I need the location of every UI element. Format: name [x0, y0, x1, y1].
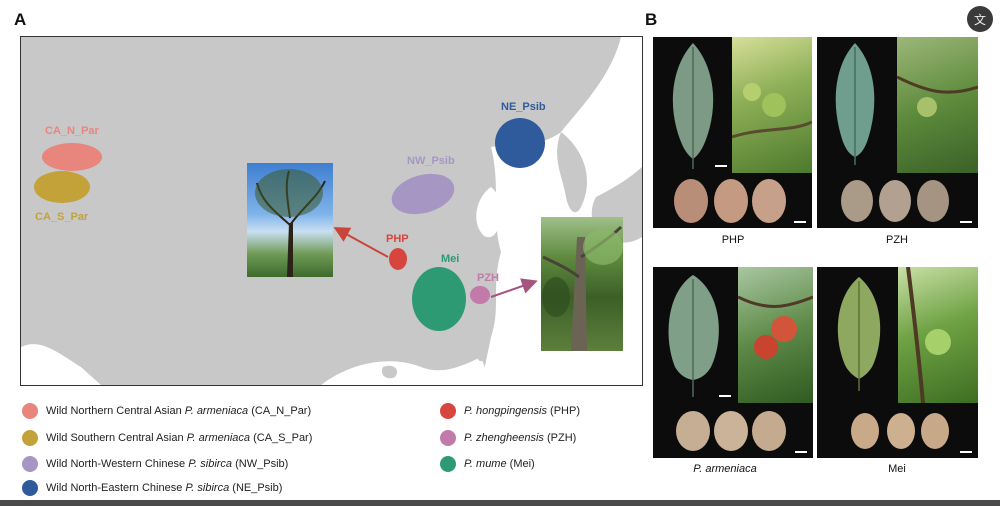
nw-label: NW_Psib [407, 155, 455, 167]
legend-text: P. zhengheensis (PZH) [464, 432, 577, 444]
legend-text: Wild North-Eastern Chinese P. sibirca (N… [46, 482, 283, 494]
mei-seed-photo [817, 403, 978, 458]
sea-south [321, 357, 491, 385]
ca-s-label: CA_S_Par [35, 211, 89, 223]
pzh-arrow [490, 278, 538, 298]
distribution-map: CA_N_Par CA_S_Par NW_Psib NE_Psib PHP Me… [20, 36, 643, 386]
mei-label: Mei [441, 253, 460, 265]
island-taiwan [475, 335, 487, 362]
ca-s-region [34, 171, 90, 203]
caption-mei: Mei [888, 463, 906, 475]
legend-text: Wild Southern Central Asian P. armeniaca… [46, 432, 313, 444]
sea-west [21, 344, 101, 385]
ca-n-region [42, 143, 102, 171]
php-region [389, 248, 407, 270]
mei-fruit-photo [898, 267, 978, 403]
mei-swatch [440, 456, 456, 472]
armeniaca-fruit-photo [738, 267, 813, 403]
panel-a-letter: A [14, 10, 27, 29]
legend-text: Wild Northern Central Asian P. armeniaca… [46, 405, 312, 417]
legend-item-ca-n: Wild Northern Central Asian P. armeniaca… [22, 403, 311, 419]
ne-swatch [22, 480, 38, 496]
legend-item-nw: Wild North-Western Chinese P. sibirca (N… [22, 456, 288, 472]
armeniaca-leaf-photo [653, 267, 738, 403]
php-tree-photo [247, 163, 333, 277]
ca-s-swatch [22, 430, 38, 446]
bottom-bar [0, 500, 1000, 506]
translate-icon[interactable]: 文 [967, 6, 993, 32]
armeniaca-seed-photo [653, 403, 813, 458]
php-arrow [333, 227, 389, 258]
ca-n-swatch [22, 403, 38, 419]
sea-japan [557, 132, 588, 213]
php-swatch [440, 403, 456, 419]
legend-item-ne: Wild North-Eastern Chinese P. sibirca (N… [22, 480, 282, 496]
php-leaf-photo [653, 37, 732, 173]
caption-armeniaca: P. armeniaca [693, 463, 757, 475]
panel-b-letter: B [645, 10, 658, 29]
legend-item-pzh: P. zhengheensis (PZH) [440, 430, 576, 446]
legend-text: Wild North-Western Chinese P. sibirca (N… [46, 458, 289, 470]
pzh-label: PZH [477, 272, 499, 284]
nw-swatch [22, 456, 38, 472]
ne-region [495, 118, 545, 168]
php-label: PHP [386, 233, 409, 245]
legend-text: P. hongpingensis (PHP) [464, 405, 580, 417]
caption-php: PHP [721, 234, 745, 246]
ne-label: NE_Psib [501, 101, 546, 113]
caption-pzh: PZH [886, 234, 908, 246]
legend-text: P. mume (Mei) [464, 458, 535, 470]
pzh-region [470, 286, 490, 304]
legend-item-ca-s: Wild Southern Central Asian P. armeniaca… [22, 430, 312, 446]
pzh-fruit-photo [897, 37, 978, 173]
island-hainan [381, 365, 398, 379]
sea-bohai [476, 187, 500, 238]
mei-region [412, 267, 466, 331]
php-fruit-photo [732, 37, 812, 173]
pzh-tree-photo [541, 217, 623, 351]
pzh-swatch [440, 430, 456, 446]
mei-leaf-photo [817, 267, 898, 403]
legend-item-mei: P. mume (Mei) [440, 456, 535, 472]
nw-region [391, 173, 455, 215]
legend-item-php: P. hongpingensis (PHP) [440, 403, 580, 419]
map-svg [21, 37, 642, 385]
php-seed-photo [653, 173, 812, 228]
ca-n-label: CA_N_Par [45, 125, 99, 137]
pzh-leaf-photo [817, 37, 897, 173]
pzh-seed-photo [817, 173, 978, 228]
